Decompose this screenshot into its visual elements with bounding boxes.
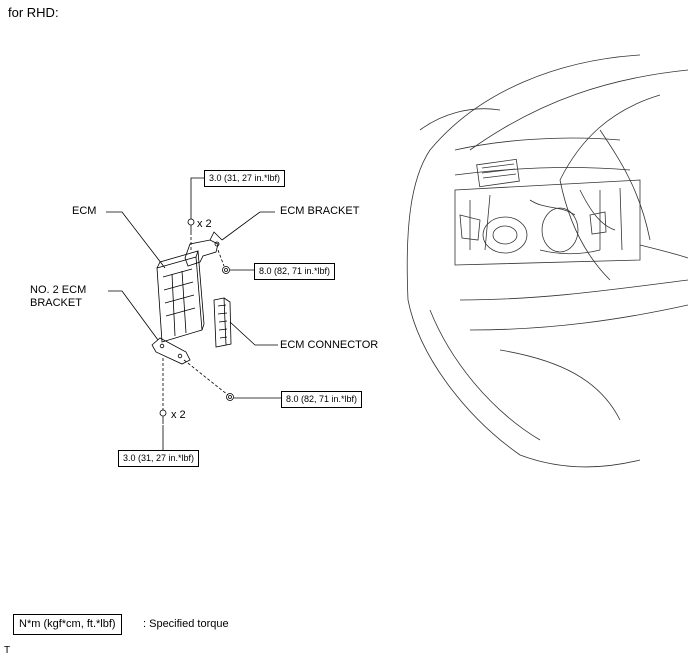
ecm-bracket-drawing	[184, 231, 223, 267]
nut-lower-drawing	[226, 393, 234, 401]
legend-description: : Specified torque	[143, 618, 229, 630]
ecm-bracket-label: ECM BRACKET	[280, 205, 360, 217]
footer-code: T	[4, 645, 11, 656]
nut-bracket-drawing	[222, 266, 230, 274]
page-header: for RHD:	[8, 5, 59, 20]
ecm-label: ECM	[72, 205, 97, 217]
leader-lines	[106, 177, 281, 450]
no2-ecm-bracket-label-line1: NO. 2 ECM	[30, 284, 87, 296]
torque-top-bolt: 3.0 (31, 27 in.*lbf)	[204, 170, 286, 187]
qty-top-label: x 2	[197, 218, 212, 230]
bolt-top-drawing	[187, 218, 195, 232]
dashboard-interior-illustration	[406, 54, 688, 468]
ecm-connector-label: ECM CONNECTOR	[280, 339, 379, 351]
no2-ecm-bracket-label-line2: BRACKET	[30, 297, 82, 309]
legend-torque-box: N*m (kgf*cm, ft.*lbf)	[13, 614, 122, 635]
assembly-dashed-lines	[162, 232, 229, 410]
torque-bottom-bolt: 3.0 (31, 27 in.*lbf)	[118, 450, 200, 467]
qty-bottom-label: x 2	[171, 409, 186, 421]
no2-ecm-bracket-drawing	[151, 337, 191, 365]
ecm-connector-drawing	[213, 297, 232, 348]
ecm-module-drawing	[156, 250, 205, 343]
torque-bracket-nut: 8.0 (82, 71 in.*lbf)	[254, 263, 336, 280]
torque-lower-nut: 8.0 (82, 71 in.*lbf)	[281, 391, 363, 408]
bolt-bottom-drawing	[159, 409, 167, 424]
